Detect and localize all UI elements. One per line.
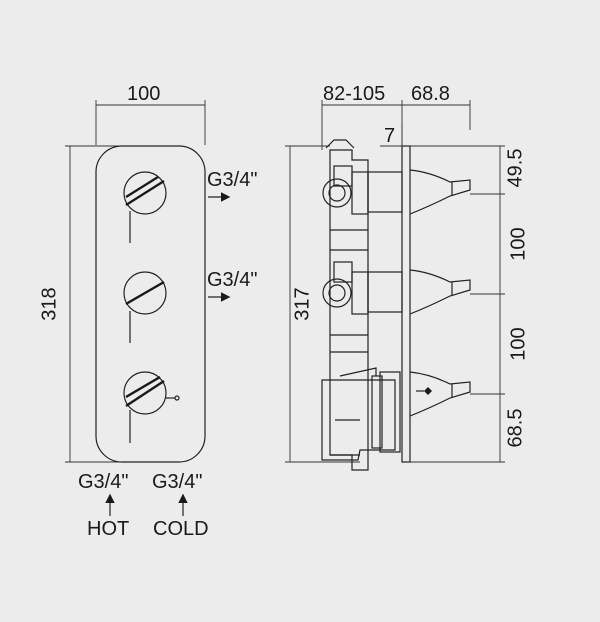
cold-label: COLD: [153, 518, 209, 540]
front-width-label: 100: [127, 83, 161, 105]
spacing-top-label: 49.5: [504, 148, 527, 188]
spacing-bottom-label: 68.5: [504, 408, 527, 448]
inlet-right-label: G3/4": [152, 471, 203, 493]
spacing-2-label: 100: [507, 327, 530, 361]
depth-label: 82-105: [323, 83, 386, 105]
bottom-knob: [123, 371, 180, 443]
valve-body: [321, 139, 401, 471]
outlet-connector-mid: [322, 271, 403, 315]
side-cover-plate: [401, 145, 411, 463]
handle-side-mid: [409, 269, 471, 315]
handle-length-label: 68.8: [411, 83, 450, 105]
front-view: [65, 100, 231, 516]
side-view: [285, 100, 505, 471]
front-height-label: 318: [38, 287, 61, 321]
outlet-top-label: G3/4": [207, 169, 258, 191]
handle-side-bottom: [409, 371, 471, 417]
side-height-label: 317: [291, 287, 314, 321]
plate-thickness-label: 7: [384, 125, 396, 147]
inlet-left-label: G3/4": [78, 471, 129, 493]
spacing-1-label: 100: [507, 227, 530, 261]
middle-knob: [123, 271, 167, 343]
front-cover-plate: [95, 145, 206, 463]
top-knob: [123, 171, 167, 243]
handle-side-top: [409, 169, 471, 215]
outlet-mid-label: G3/4": [207, 269, 258, 291]
outlet-connector-top: [322, 171, 403, 215]
hot-label: HOT: [87, 518, 130, 540]
